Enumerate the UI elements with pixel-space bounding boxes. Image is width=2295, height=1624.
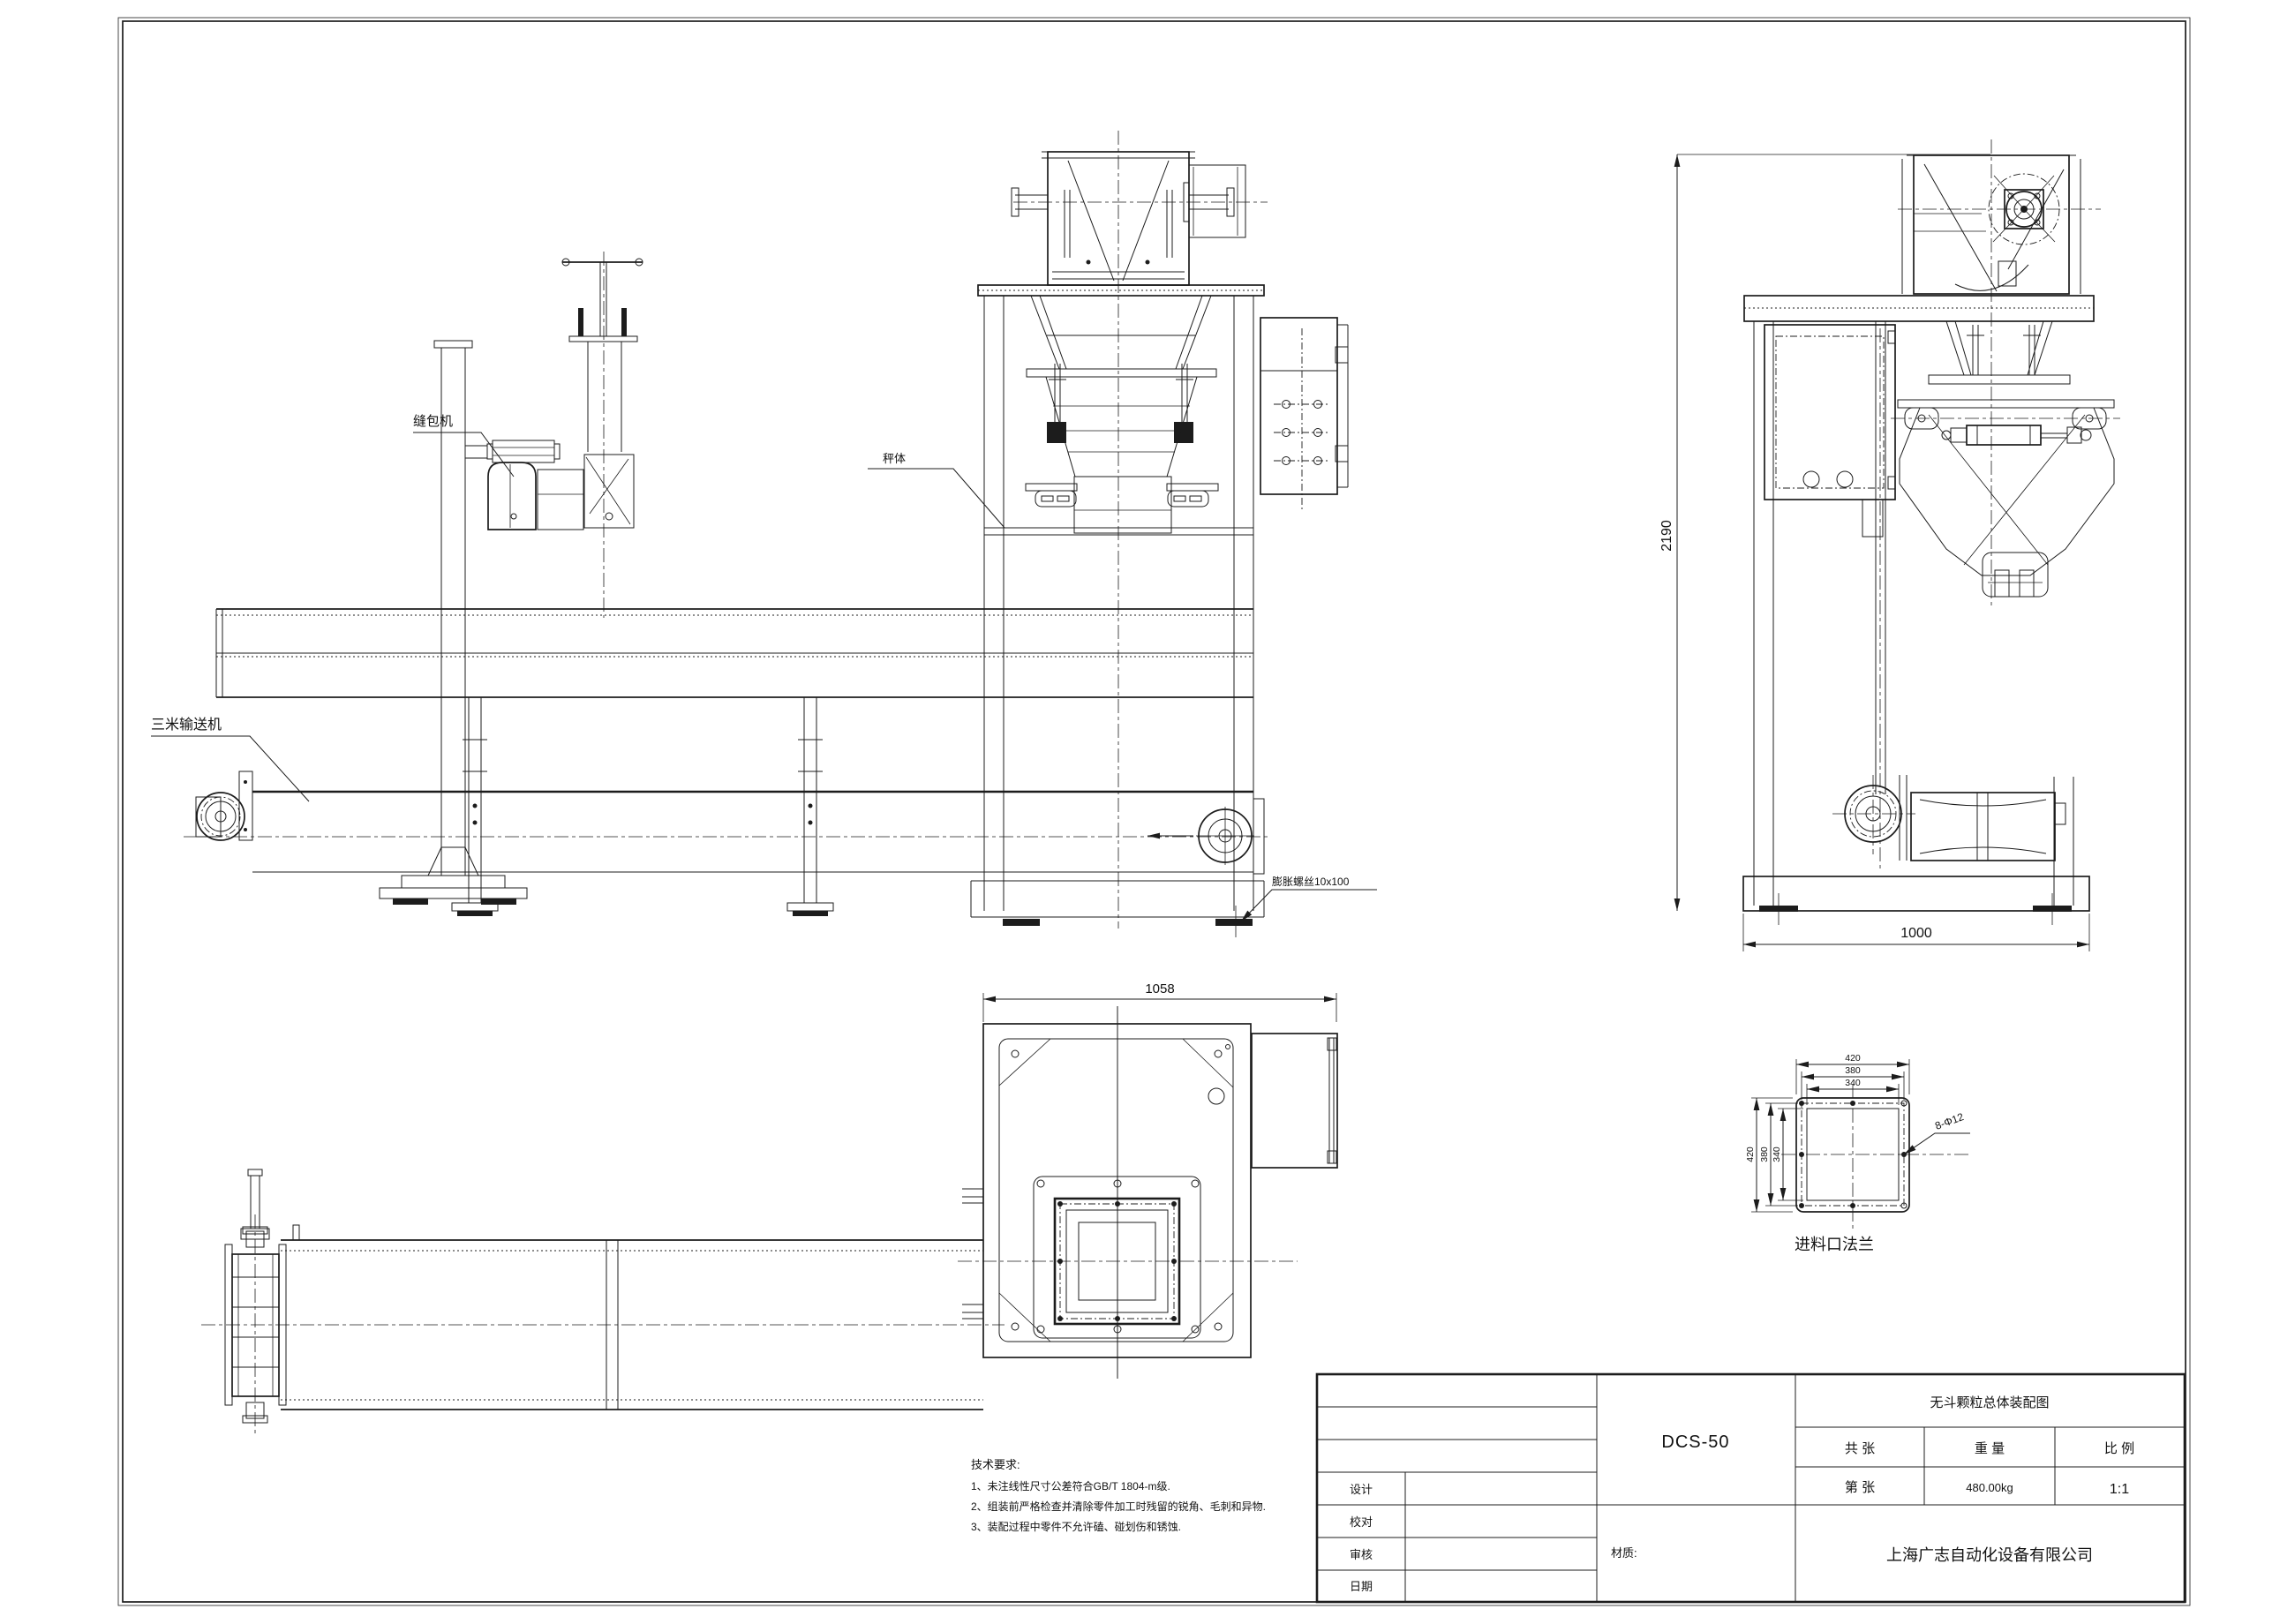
title-block: 设计 校对 审核 日期 DCS-50 材质: 无斗颗粒总体装配图 共 张 重 量… — [1315, 1372, 2186, 1604]
tech-req-line-2: 2、组装前严格检查并清除零件加工时残留的锐角、毛刺和异物. — [971, 1500, 1266, 1513]
motor-flange — [2004, 189, 2044, 229]
title-block-col-total-sheets: 共 张 — [1845, 1441, 1875, 1456]
dim-1058: 1058 — [982, 981, 1337, 1022]
title-block-sheet-no: 第 张 — [1845, 1479, 1875, 1495]
electrical-box-front — [1260, 317, 1349, 510]
label-sewing-machine: 缝包机 — [413, 414, 453, 429]
dim-2190-text: 2190 — [1659, 520, 1674, 552]
title-block-scale-value: 1:1 — [2110, 1482, 2129, 1497]
bag-sewing-machine — [379, 340, 635, 905]
flange-dim-420-top: 420 — [1845, 1053, 1861, 1064]
title-block-col-scale: 比 例 — [2104, 1441, 2134, 1456]
title-block-material-label: 材质: — [1611, 1546, 1637, 1560]
tech-req-heading: 技术要求: — [971, 1458, 1020, 1471]
flange-dim-380-top: 380 — [1845, 1065, 1861, 1076]
title-block-row-audit: 审核 — [1350, 1548, 1373, 1561]
conveyor-support-posts — [451, 697, 834, 916]
side-frame — [1743, 295, 2095, 906]
plan-hole — [1208, 1087, 1225, 1105]
dim-2190: 2190 — [1659, 154, 1990, 911]
leader-labels: 缝包机 三米输送机 秤体 膨胀螺丝10x100 — [151, 414, 1377, 922]
side-base — [1742, 876, 2090, 925]
feeder-motor-box — [1188, 164, 1246, 238]
tech-requirements: 技术要求: 1、未注线性尺寸公差符合GB/T 1804-m级. 2、组装前严格检… — [971, 1458, 1266, 1533]
bag-hanger-stand — [561, 252, 643, 618]
weigh-hopper — [1025, 295, 1219, 534]
conveyor-plan-view — [201, 1169, 1005, 1437]
tech-req-line-1: 1、未注线性尺寸公差符合GB/T 1804-m级. — [971, 1479, 1170, 1492]
scale-body-frame — [970, 151, 1349, 937]
title-block-row-design: 设计 — [1350, 1483, 1373, 1496]
sheet-border — [117, 17, 2191, 1606]
title-block-row-check: 校对 — [1350, 1515, 1373, 1529]
side-view: 2190 — [1659, 139, 2120, 951]
dim-1000-text: 1000 — [1900, 926, 1932, 941]
tail-drum — [224, 1169, 300, 1437]
title-block-drawing-title: 无斗颗粒总体装配图 — [1930, 1395, 2049, 1410]
plan-flange-opening — [1033, 1176, 1201, 1339]
load-cell-left — [1047, 422, 1066, 443]
flange-detail: 420 380 340 420 380 340 8-Φ12 进料口法兰 — [1745, 1053, 1970, 1253]
title-block-weight-value: 480.00kg — [1966, 1481, 2013, 1494]
front-view: 缝包机 三米输送机 秤体 膨胀螺丝10x100 — [151, 131, 1377, 937]
bag-clamp-left — [1035, 490, 1077, 508]
bag-clamp-right — [1167, 490, 1209, 508]
side-feeder — [1898, 139, 2101, 609]
belt-conveyor-3m — [184, 771, 1268, 875]
dim-1058-text: 1058 — [1145, 981, 1174, 996]
flange-dim-380-left: 380 — [1759, 1147, 1770, 1162]
side-cabinet — [1764, 324, 1896, 538]
pneumatic-cylinder — [1966, 425, 2042, 446]
side-weigh-hopper — [1891, 320, 2120, 598]
title-block-row-date: 日期 — [1350, 1580, 1373, 1593]
title-block-col-weight: 重 量 — [1975, 1441, 2005, 1456]
flange-caption: 进料口法兰 — [1795, 1236, 1874, 1253]
tech-req-line-3: 3、装配过程中零件不允许磕、碰划伤和锈蚀. — [971, 1520, 1181, 1533]
upper-conveyor-frame — [215, 608, 1253, 698]
title-block-company: 上海广志自动化设备有限公司 — [1886, 1546, 2093, 1564]
label-scale-body: 秤体 — [883, 452, 906, 465]
title-block-model: DCS-50 — [1661, 1432, 1729, 1452]
electrical-box-plan — [1251, 1033, 1338, 1169]
dim-1000: 1000 — [1742, 914, 2090, 951]
plan-view: 1058 — [958, 981, 1338, 1379]
side-conveyor-end — [1832, 775, 2066, 861]
load-cell-right — [1174, 422, 1193, 443]
label-conveyor-3m: 三米输送机 — [151, 717, 222, 733]
flange-dim-420-left: 420 — [1745, 1147, 1756, 1162]
flange-dim-340-left: 340 — [1772, 1147, 1782, 1162]
label-expansion-bolt: 膨胀螺丝10x100 — [1272, 876, 1350, 888]
flange-holes-label: 8-Φ12 — [1933, 1110, 1966, 1132]
flange-dim-340-top: 340 — [1845, 1078, 1861, 1088]
